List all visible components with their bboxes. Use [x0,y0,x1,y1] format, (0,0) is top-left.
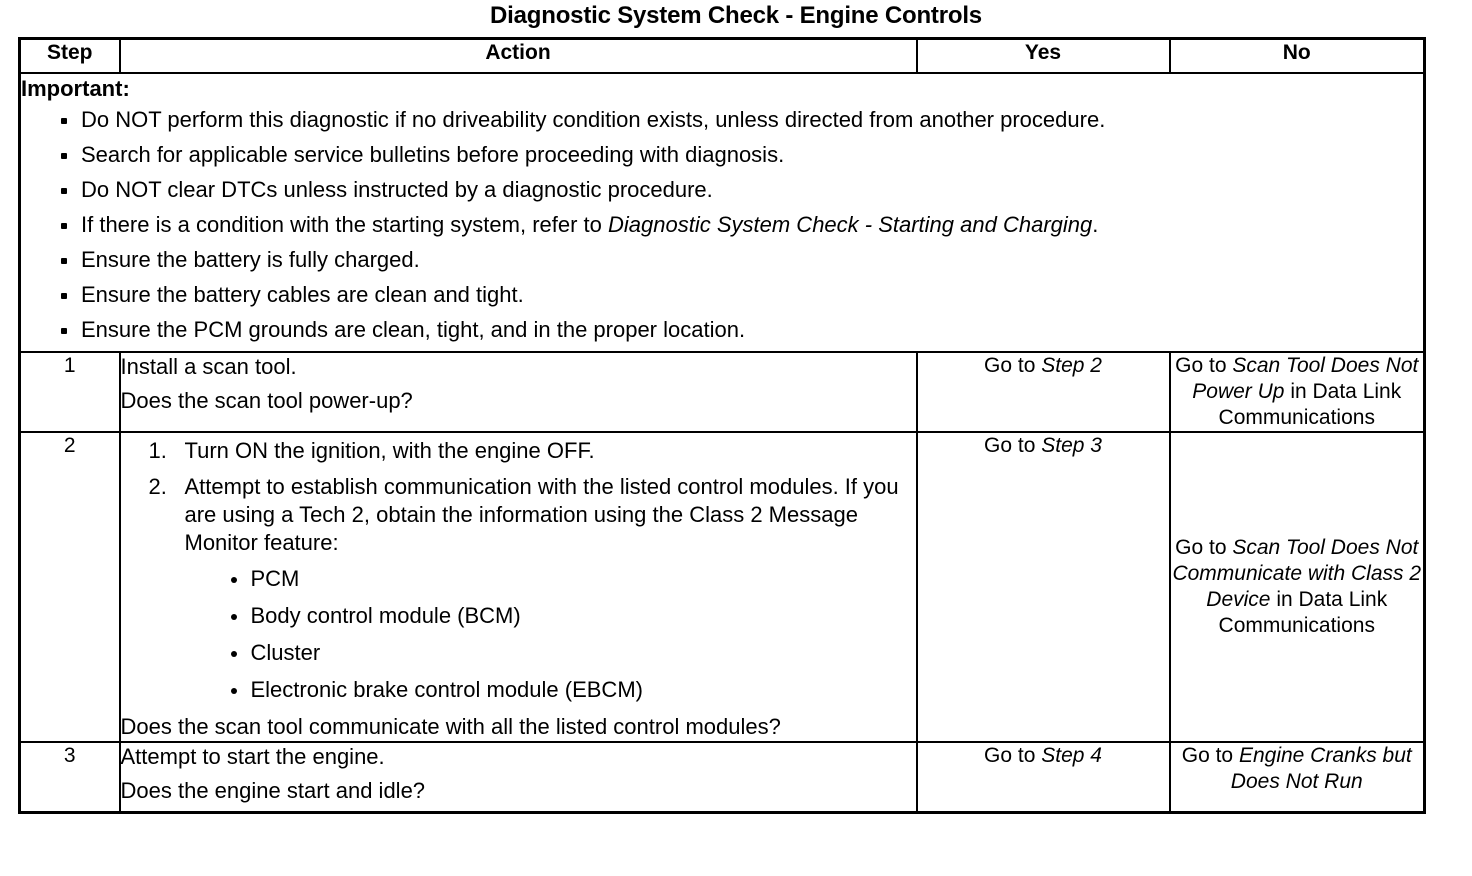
yes-cell: Go to Step 4 [915,741,1171,814]
step-number: 1 [18,351,121,433]
action-cell: Install a scan tool. Does the scan tool … [118,351,918,433]
no-cell: Go to Engine Cranks but Does Not Run [1168,741,1426,814]
list-item: Do NOT perform this diagnostic if no dri… [59,106,1423,134]
list-item: Ensure the PCM grounds are clean, tight,… [59,316,1423,344]
list-item: Ensure the battery is fully charged. [59,246,1423,274]
bullet-text-post: . [1092,212,1099,237]
list-item: Cluster [229,639,916,667]
column-header-step: Step [18,37,121,74]
list-item-text: Attempt to establish communication with … [184,474,899,555]
goto-pre: Go to [1175,354,1233,377]
list-item: Attempt to establish communication with … [149,473,916,704]
no-cell: Go to Scan Tool Does Not Communicate wit… [1168,431,1426,743]
important-bullet-list: Do NOT perform this diagnostic if no dri… [21,106,1423,344]
list-item: Ensure the battery cables are clean and … [59,281,1423,309]
action-line: Attempt to start the engine. [120,744,385,769]
table-row: 3 Attempt to start the engine. Does the … [18,741,1426,814]
list-item: Turn ON the ignition, with the engine OF… [149,437,595,465]
goto-pre: Go to [984,434,1042,457]
goto-target: Scan Tool Does Not Communicate with Clas… [1172,536,1422,611]
no-cell: Go to Scan Tool Does Not Power Up in Dat… [1168,351,1426,433]
bullet-text: Do NOT perform this diagnostic if no dri… [81,107,1106,132]
bullet-text-pre: If there is a condition with the startin… [81,212,609,237]
column-header-action: Action [118,37,918,74]
goto-post: in Data Link Communications [1218,380,1402,429]
bullet-text: Ensure the battery cables are clean and … [81,282,524,307]
important-row: Important: Do NOT perform this diagnosti… [18,72,1426,353]
diagnostic-table: Step Action Yes No Important: Do NOT per… [18,37,1426,814]
bullet-text: Do NOT clear DTCs unless instructed by a… [81,177,713,202]
important-heading: Important: [21,76,130,101]
list-item: PCM [229,565,916,593]
table-row: 1 Install a scan tool. Does the scan too… [18,351,1426,433]
goto-pre: Go to [984,354,1042,377]
action-cell: Turn ON the ignition, with the engine OF… [118,431,918,743]
goto-pre: Go to [984,744,1042,767]
action-cell: Attempt to start the engine. Does the en… [118,741,918,814]
column-header-no: No [1168,37,1426,74]
list-item: Body control module (BCM) [229,602,916,630]
goto-target: Scan Tool Does Not Power Up [1192,354,1419,403]
page-title: Diagnostic System Check - Engine Control… [490,2,982,29]
goto-target: Step 4 [1041,744,1102,767]
list-item: Do NOT clear DTCs unless instructed by a… [59,176,1423,204]
step-number: 3 [18,741,121,814]
bullet-text: Search for applicable service bulletins … [81,142,785,167]
goto-pre: Go to [1181,744,1239,767]
column-header-yes: Yes [915,37,1171,74]
step-number: 2 [18,431,121,743]
action-numbered-list: Turn ON the ignition, with the engine OF… [121,437,916,704]
action-question: Does the engine start and idle? [120,778,426,803]
bullet-text: Ensure the battery is fully charged. [81,247,420,272]
goto-target: Step 3 [1041,434,1102,457]
bullet-text-italic: Diagnostic System Check - Starting and C… [608,212,1093,237]
table-header-row: Step Action Yes No [18,37,1426,74]
module-bullet-list: PCM Body control module (BCM) Cluster El… [185,565,916,704]
bullet-text: Ensure the PCM grounds are clean, tight,… [81,317,746,342]
action-line: Install a scan tool. [120,354,297,379]
action-question: Does the scan tool power-up? [120,388,413,413]
goto-pre: Go to [1175,536,1233,559]
goto-post: in Data Link Communications [1218,588,1388,637]
list-item: Electronic brake control module (EBCM) [229,676,916,704]
action-question: Does the scan tool communicate with all … [120,714,781,739]
important-cell: Important: Do NOT perform this diagnosti… [18,72,1426,353]
yes-cell: Go to Step 3 [915,431,1171,743]
list-item: Search for applicable service bulletins … [59,141,1423,169]
goto-target: Step 2 [1041,354,1102,377]
list-item: If there is a condition with the startin… [59,211,1423,239]
goto-target: Engine Cranks but Does Not Run [1230,744,1412,793]
table-row: 2 Turn ON the ignition, with the engine … [18,431,1426,743]
yes-cell: Go to Step 2 [915,351,1171,433]
